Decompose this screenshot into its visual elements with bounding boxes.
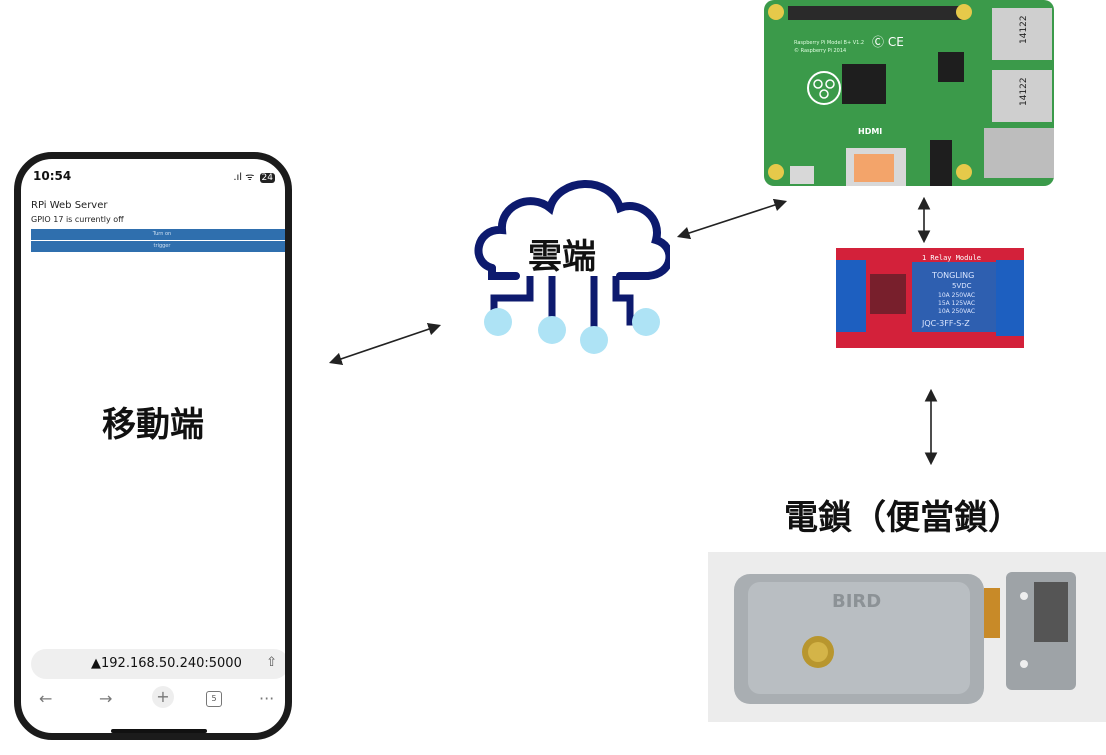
- status-time: 10:54: [33, 169, 72, 183]
- cloud-label: 雲端: [528, 237, 596, 277]
- relay-body: [912, 262, 996, 332]
- input-terminal: [836, 260, 866, 332]
- turn-on-button[interactable]: Turn on: [31, 229, 285, 240]
- status-icons: .ıl ᯤ 24: [233, 169, 275, 183]
- cloud-outline: [474, 180, 670, 280]
- phone-cloud-arrow: [328, 323, 442, 365]
- relay-module: 1 Relay Module TONGLING 5VDC 10A 250VAC …: [836, 248, 1024, 348]
- relay-spec: 15A 125VAC: [938, 300, 975, 307]
- raspberry-pi-board: Raspberry Pi Model B+ V1.2 © Raspberry P…: [764, 0, 1054, 186]
- cloud-node: [580, 326, 608, 354]
- relay-spec: 10A 250VAC: [938, 292, 975, 299]
- output-terminal: [996, 260, 1024, 336]
- gpio-header: [788, 6, 964, 20]
- rpi-model-text: Raspberry Pi Model B+ V1.2: [794, 40, 864, 46]
- ethernet-port: [984, 128, 1054, 178]
- soc-chip: [842, 64, 886, 104]
- home-indicator: [111, 729, 207, 733]
- usb-port: [992, 70, 1052, 122]
- battery-icon: 24: [259, 173, 275, 183]
- relay-brand: TONGLING: [931, 271, 974, 280]
- gpio-status-text: GPIO 17 is currently off: [31, 215, 124, 224]
- hdmi-label: HDMI: [858, 127, 882, 136]
- mobile-label: 移動端: [102, 405, 204, 445]
- cloud-rpi-arrow: [676, 198, 788, 240]
- electric-lock-photo: BIRD: [708, 552, 1106, 722]
- warning-icon: ▲: [91, 656, 101, 671]
- forward-icon[interactable]: →: [99, 689, 113, 708]
- tabs-icon[interactable]: 5: [206, 691, 222, 707]
- ce-fcc-marks: Ⓒ CE: [872, 35, 904, 49]
- usb-port: [992, 8, 1052, 60]
- micro-usb-port: [790, 166, 814, 184]
- relay-title: 1 Relay Module: [922, 254, 981, 262]
- address-bar[interactable]: ▲192.168.50.240:5000 ⇧: [31, 649, 285, 679]
- relay-part-number: JQC-3FF-S-Z: [921, 319, 970, 328]
- back-icon[interactable]: ←: [39, 689, 53, 708]
- url-text: ▲192.168.50.240:5000: [91, 656, 242, 671]
- signal-wifi-icon: .ıl ᯤ: [233, 172, 255, 183]
- audio-jack: [930, 140, 952, 186]
- new-tab-icon[interactable]: +: [152, 686, 174, 708]
- share-icon[interactable]: ⇧: [266, 655, 277, 670]
- lock-brand: BIRD: [832, 591, 881, 612]
- lock-bolt: [984, 588, 1000, 638]
- cloud-node: [632, 308, 660, 336]
- usb-label: 14122: [1019, 77, 1029, 106]
- lock-label: 電鎖（便當鎖）: [784, 498, 1022, 538]
- relay-spec: 5VDC: [952, 282, 972, 290]
- trigger-button[interactable]: trigger: [31, 241, 285, 252]
- page-title: RPi Web Server: [31, 200, 108, 211]
- relay-spec: 10A 250VAC: [938, 308, 975, 315]
- usb-label: 14122: [1019, 15, 1029, 44]
- cloud-node: [538, 316, 566, 344]
- lan-chip: [938, 52, 964, 82]
- cloud-icon: [474, 180, 670, 354]
- more-icon[interactable]: ···: [259, 689, 275, 708]
- rpi-copyright-text: © Raspberry Pi 2014: [794, 47, 846, 54]
- mobile-phone: 10:54 .ıl ᯤ 24 RPi Web Server GPIO 17 is…: [14, 152, 292, 740]
- cloud-node: [484, 308, 512, 336]
- raspberry-logo-icon: [807, 71, 841, 105]
